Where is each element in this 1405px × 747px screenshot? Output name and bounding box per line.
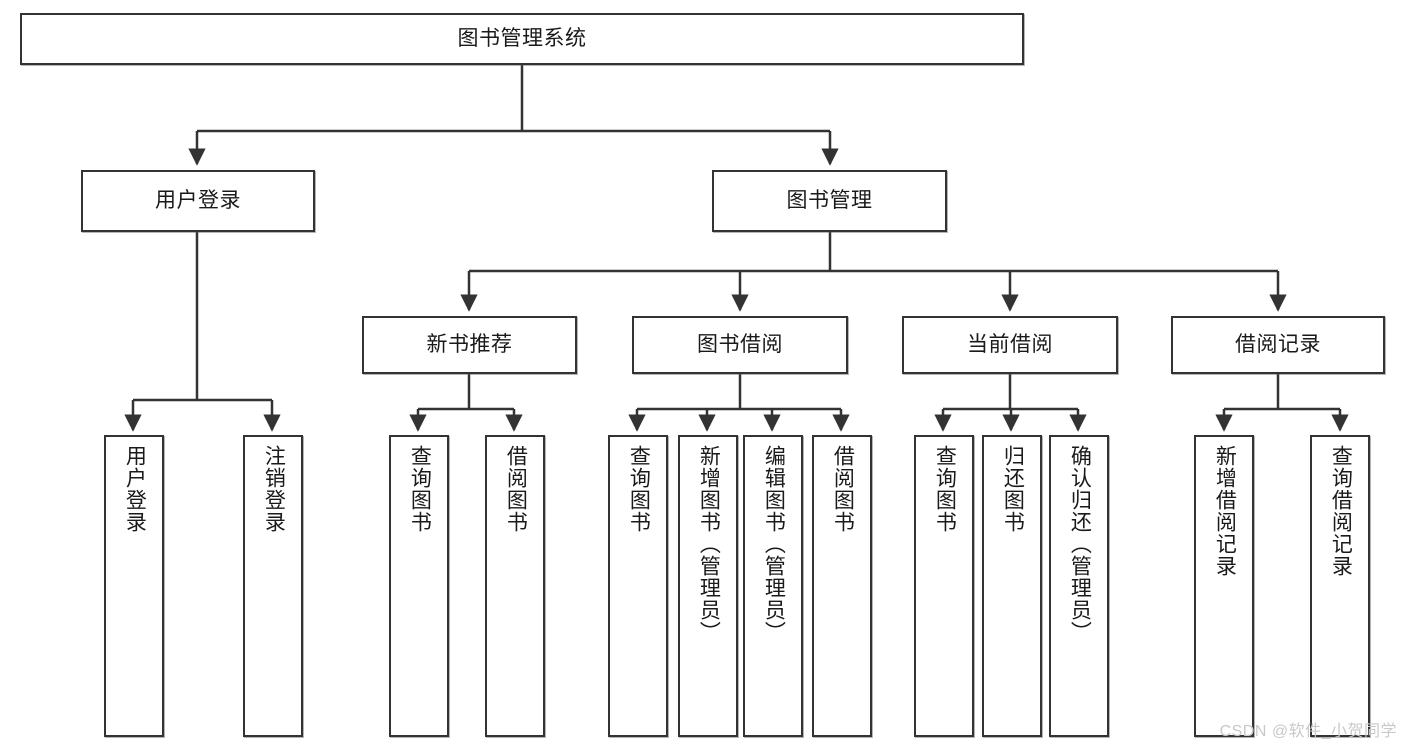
node-label: 查询图书 — [408, 445, 432, 533]
leaf-current-return-book[interactable]: 归还图书 — [982, 435, 1042, 737]
node-label: 用户登录 — [155, 189, 241, 213]
leaf-current-confirm-return-admin[interactable]: 确认归还（管理员） — [1049, 435, 1109, 737]
leaf-recommend-borrow-book[interactable]: 借阅图书 — [485, 435, 545, 737]
node-label: 借阅图书 — [504, 445, 528, 533]
leaf-borrow-add-book-admin[interactable]: 新增图书（管理员） — [678, 435, 738, 737]
node-label: 确认归还（管理员） — [1068, 445, 1092, 643]
node-user-login[interactable]: 用户登录 — [81, 170, 315, 232]
node-label: 查询借阅记录 — [1329, 445, 1353, 577]
node-label: 归还图书 — [1001, 445, 1025, 533]
node-label: 借阅图书 — [831, 445, 855, 533]
node-label: 图书管理 — [786, 189, 873, 213]
leaf-borrow-query-book[interactable]: 查询图书 — [608, 435, 668, 737]
leaf-recommend-query-book[interactable]: 查询图书 — [389, 435, 449, 737]
node-label: 当前借阅 — [967, 333, 1053, 357]
node-current-borrow[interactable]: 当前借阅 — [902, 316, 1118, 374]
leaf-record-query-record[interactable]: 查询借阅记录 — [1310, 435, 1370, 737]
node-label: 编辑图书（管理员） — [762, 445, 786, 643]
node-label: 查询图书 — [627, 445, 651, 533]
leaf-borrow-borrow-book[interactable]: 借阅图书 — [812, 435, 872, 737]
node-root-system[interactable]: 图书管理系统 — [20, 13, 1024, 65]
watermark: CSDN @软件_小贺同学 — [1219, 723, 1397, 740]
node-label: 图书管理系统 — [457, 27, 587, 51]
leaf-borrow-edit-book-admin[interactable]: 编辑图书（管理员） — [743, 435, 803, 737]
node-new-book-recommend[interactable]: 新书推荐 — [362, 316, 577, 374]
leaf-record-add-record[interactable]: 新增借阅记录 — [1194, 435, 1254, 737]
node-label: 查询图书 — [933, 445, 957, 533]
node-label: 新书推荐 — [426, 333, 513, 357]
leaf-current-query-book[interactable]: 查询图书 — [914, 435, 974, 737]
node-label: 用户登录 — [123, 445, 147, 533]
node-label: 借阅记录 — [1235, 333, 1321, 357]
node-book-borrow[interactable]: 图书借阅 — [632, 316, 848, 374]
node-book-management[interactable]: 图书管理 — [712, 170, 947, 232]
leaf-user-login-signin[interactable]: 用户登录 — [104, 435, 164, 737]
node-borrow-record[interactable]: 借阅记录 — [1171, 316, 1385, 374]
node-label: 图书借阅 — [697, 333, 783, 357]
node-label: 注销登录 — [262, 445, 286, 533]
leaf-user-login-signout[interactable]: 注销登录 — [243, 435, 303, 737]
node-label: 新增图书（管理员） — [697, 445, 721, 643]
node-label: 新增借阅记录 — [1213, 445, 1237, 577]
